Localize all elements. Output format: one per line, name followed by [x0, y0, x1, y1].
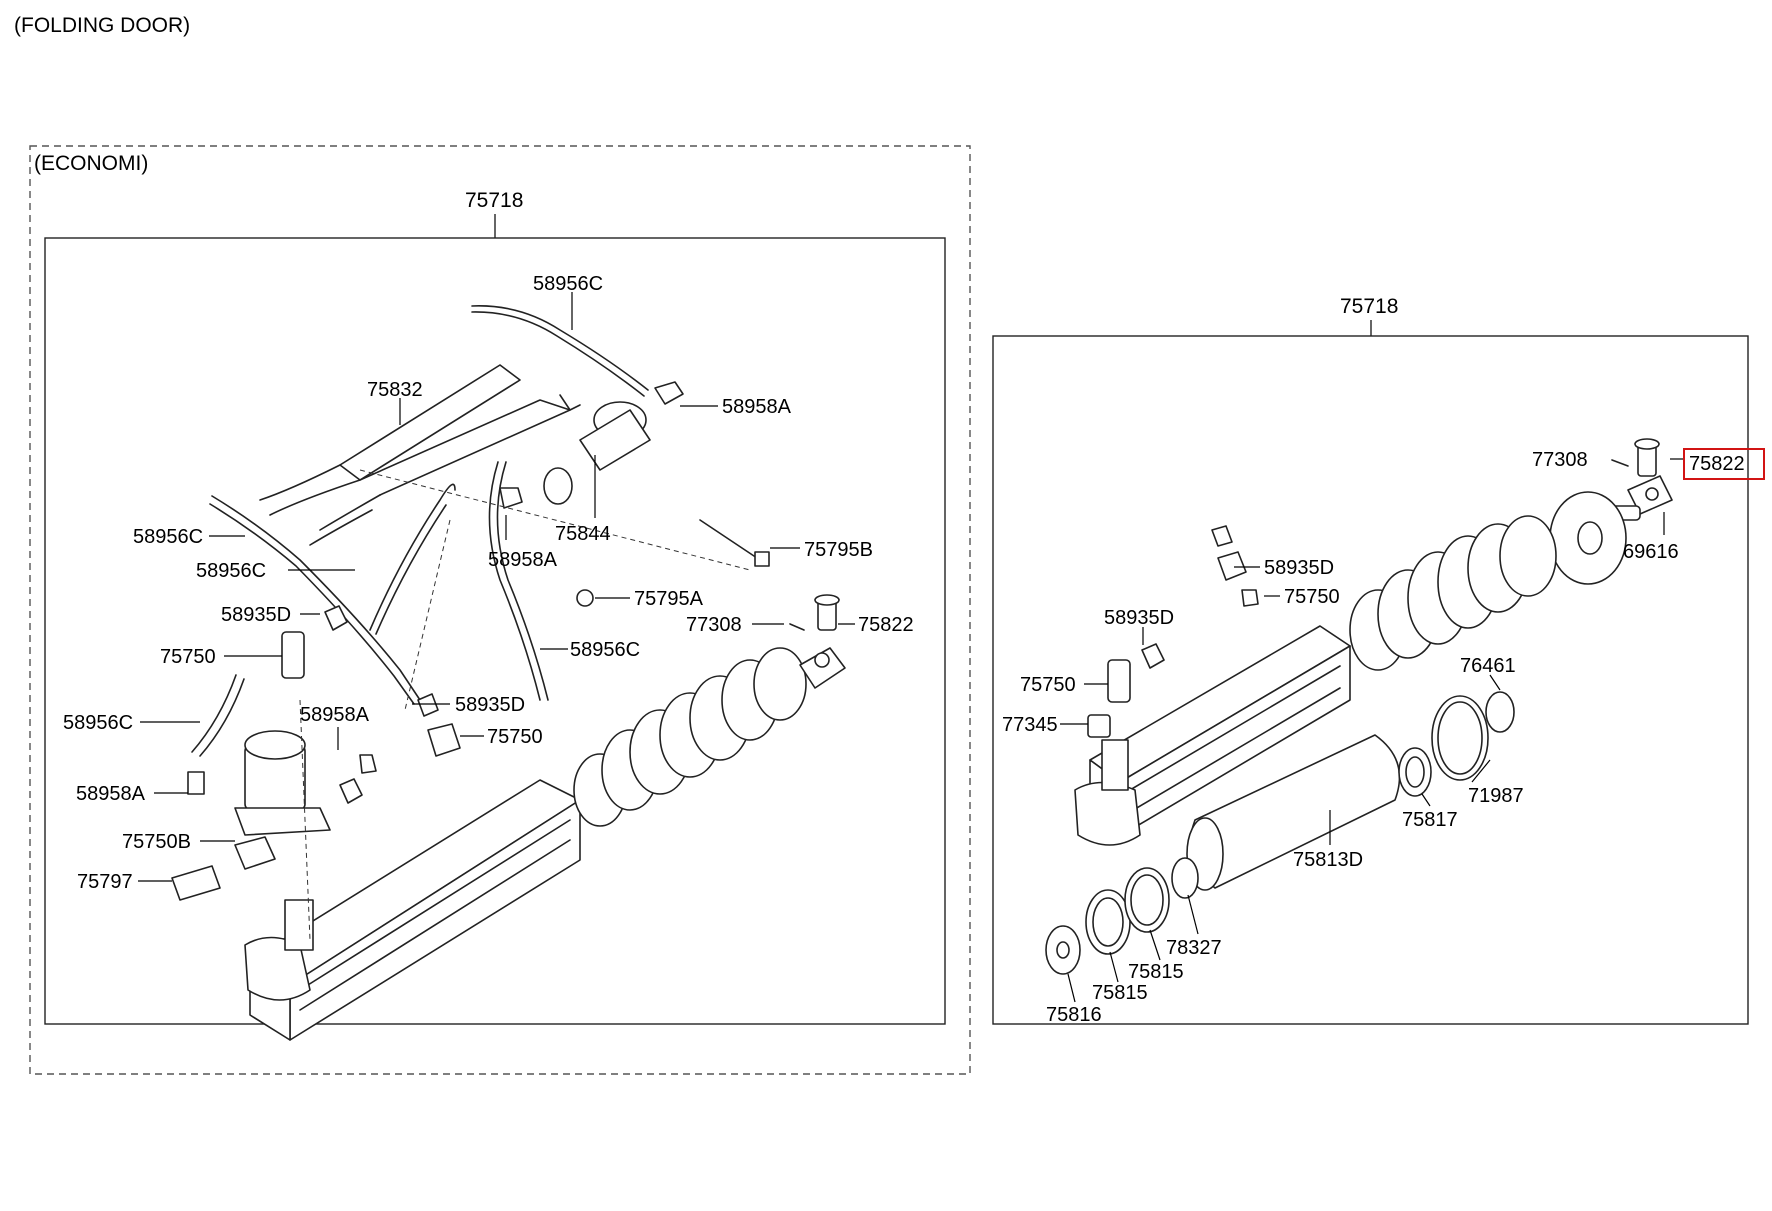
callout-75750b[interactable]: 75750B — [122, 831, 191, 853]
right-assembly-label[interactable]: 75718 — [1340, 295, 1398, 318]
callout-77308-right[interactable]: 77308 — [1532, 449, 1588, 471]
callout-58956c-left[interactable]: 58956C — [133, 526, 203, 548]
callout-58958a-left[interactable]: 58958A — [76, 783, 146, 805]
callout-58935d-mid[interactable]: 58935D — [455, 694, 525, 716]
callout-75816[interactable]: 75816 — [1046, 1004, 1102, 1026]
left-assembly-label[interactable]: 75718 — [465, 189, 523, 212]
callout-58958a-top[interactable]: 58958A — [722, 396, 792, 418]
callout-75815-lower[interactable]: 75815 — [1092, 982, 1148, 1004]
left-assembly-drawing — [171, 305, 846, 1041]
callout-58935d-left[interactable]: 58935D — [221, 604, 291, 626]
left-leaders — [138, 292, 855, 882]
callout-77345[interactable]: 77345 — [1002, 714, 1058, 736]
callout-75750-mid[interactable]: 75750 — [487, 726, 543, 748]
callout-58956c-mid[interactable]: 58956C — [196, 560, 266, 582]
variant-label: (ECONOMI) — [34, 152, 148, 175]
callout-78327[interactable]: 78327 — [1166, 937, 1222, 959]
left-assembly-box — [44, 237, 946, 1025]
callout-58935d-right[interactable]: 58935D — [1104, 607, 1174, 629]
highlight-75822 — [1683, 448, 1765, 480]
callout-75795a[interactable]: 75795A — [634, 588, 704, 610]
right-assembly-box — [992, 335, 1749, 1025]
callout-75822-right[interactable]: 75822 — [1689, 453, 1745, 475]
callout-75750-left[interactable]: 75750 — [160, 646, 216, 668]
callout-75815-upper[interactable]: 75815 — [1128, 961, 1184, 983]
callout-58956c-right[interactable]: 58956C — [570, 639, 640, 661]
callout-75832[interactable]: 75832 — [367, 379, 423, 401]
right-callouts: 77308 75822 69616 58935D 75750 58935D 76… — [1002, 448, 1765, 1026]
callout-75750-right-top[interactable]: 75750 — [1284, 586, 1340, 608]
callout-76461[interactable]: 76461 — [1460, 655, 1516, 677]
callout-77308-left[interactable]: 77308 — [686, 614, 742, 636]
callout-75795b[interactable]: 75795B — [804, 539, 873, 561]
diagram-title: (FOLDING DOOR) — [14, 14, 190, 37]
callout-75844[interactable]: 75844 — [555, 523, 611, 545]
callout-58956c-top[interactable]: 58956C — [533, 273, 603, 295]
callout-58958a-lower[interactable]: 58958A — [300, 704, 370, 726]
callout-75813d[interactable]: 75813D — [1293, 849, 1363, 871]
right-assembly-drawing — [1045, 438, 1673, 975]
economi-frame — [29, 145, 971, 1075]
callout-58956c-small[interactable]: 58956C — [63, 712, 133, 734]
callout-69616[interactable]: 69616 — [1623, 541, 1679, 563]
left-callouts: 58956C 58958A 75832 75844 58956C 58958A … — [63, 273, 914, 893]
callout-71987[interactable]: 71987 — [1468, 785, 1524, 807]
right-leaders — [1060, 458, 1684, 1003]
callout-75817[interactable]: 75817 — [1402, 809, 1458, 831]
callout-58958a-mid[interactable]: 58958A — [488, 549, 558, 571]
callout-75822-left[interactable]: 75822 — [858, 614, 914, 636]
callout-75750-right[interactable]: 75750 — [1020, 674, 1076, 696]
callout-75797[interactable]: 75797 — [77, 871, 133, 893]
callout-58935d-right-top[interactable]: 58935D — [1264, 557, 1334, 579]
